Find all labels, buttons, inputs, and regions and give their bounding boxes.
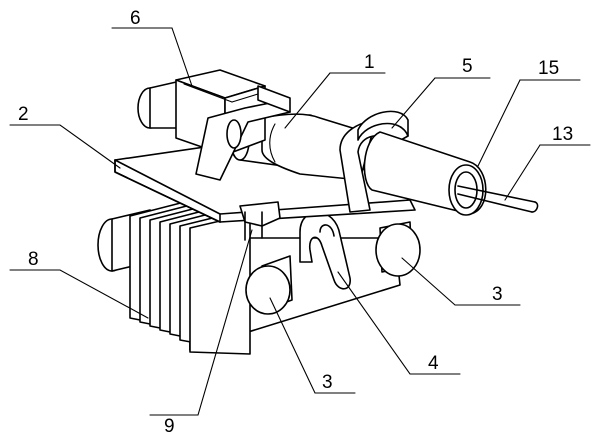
leader-lines: [9, 27, 591, 416]
label-part-6: 6: [130, 8, 141, 29]
heat-sink-fins: [97, 197, 251, 355]
upper-bracket-assembly: [137, 69, 291, 181]
label-part-13: 13: [552, 124, 573, 145]
label-part-8: 8: [28, 249, 39, 270]
wire-pair: [457, 185, 539, 213]
outer-tube: [363, 131, 487, 216]
label-part-2: 2: [18, 104, 29, 125]
label-part-15: 15: [538, 58, 559, 79]
label-part-4: 4: [428, 353, 439, 374]
label-part-3-bottom: 3: [322, 372, 333, 393]
label-part-9: 9: [164, 416, 175, 437]
label-part-5: 5: [462, 56, 473, 77]
lower-roller-left: [245, 255, 293, 315]
label-part-3-right: 3: [492, 284, 503, 305]
label-part-1: 1: [364, 52, 375, 73]
support-post: [239, 201, 281, 241]
